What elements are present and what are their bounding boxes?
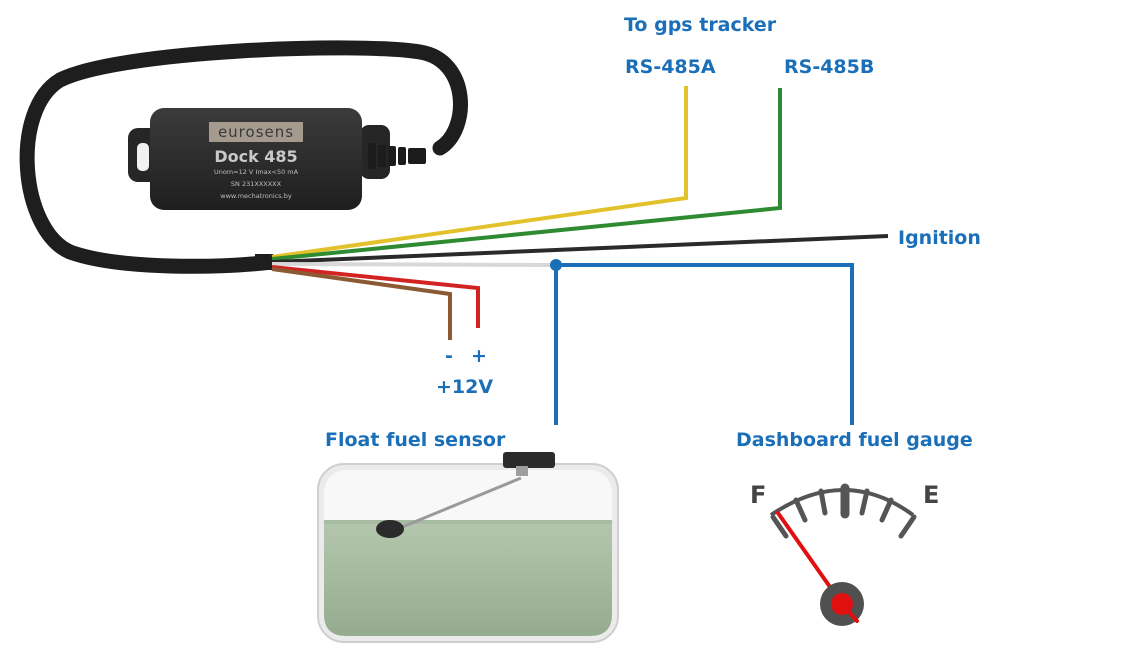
label-plus: +: [471, 345, 487, 367]
device-model: Dock 485: [214, 147, 297, 166]
label-rs485b: RS-485B: [784, 56, 874, 78]
wire-blue-gauge: [556, 263, 854, 425]
label-float-sensor: Float fuel sensor: [325, 429, 506, 451]
cable-loop: [19, 40, 468, 274]
wire-black-ignition: [271, 234, 889, 264]
device-specs: Unom=12 V Imax<50 mA: [214, 168, 299, 176]
label-ignition: Ignition: [898, 227, 981, 249]
wire-white: [271, 262, 557, 267]
wire-junction: [550, 259, 562, 271]
wire-yellow-rs485a: [271, 86, 688, 259]
fuel-gauge: F E: [750, 481, 939, 626]
fuel-tank: [317, 452, 619, 643]
gauge-empty-letter: E: [923, 481, 939, 509]
device-serial: SN 231XXXXXX: [231, 180, 282, 188]
device-brand: eurosens: [218, 123, 294, 141]
device-website: www.mechatronics.by: [220, 192, 292, 200]
label-to-gps-tracker: To gps tracker: [624, 14, 777, 36]
label-minus: -: [445, 345, 453, 367]
label-rs485a: RS-485A: [625, 56, 716, 78]
cable-end: [255, 254, 273, 270]
label-dashboard-gauge: Dashboard fuel gauge: [736, 429, 973, 451]
gauge-full-letter: F: [750, 481, 766, 509]
dock485-device: eurosens Dock 485 Unom=12 V Imax<50 mA S…: [128, 108, 426, 210]
wire-green-rs485b: [271, 88, 782, 261]
label-voltage: +12V: [436, 376, 493, 398]
wire-brown-minus: [271, 267, 452, 340]
wire-red-plus: [271, 265, 480, 328]
